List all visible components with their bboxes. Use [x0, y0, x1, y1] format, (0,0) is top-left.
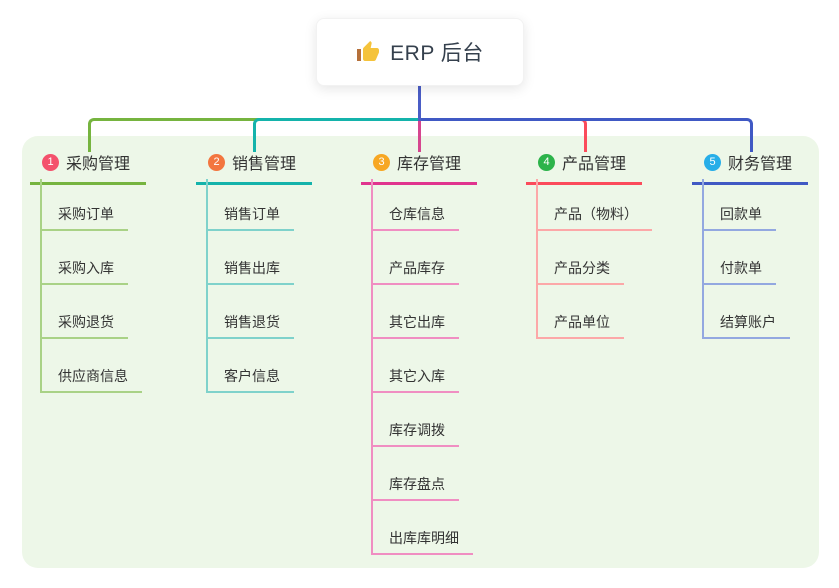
branch-number-badge: 2	[208, 153, 225, 171]
child-node[interactable]: 回款单	[702, 206, 776, 231]
root-node-title: ERP 后台	[390, 42, 484, 65]
child-node[interactable]: 采购入库	[40, 260, 128, 285]
branch-node-5[interactable]: 5 财务管理	[692, 150, 809, 185]
child-node[interactable]: 出库库明细	[371, 530, 473, 555]
root-node[interactable]: ERP 后台	[316, 18, 524, 86]
child-node[interactable]: 付款单	[702, 260, 776, 285]
thumbs-up-icon	[356, 40, 380, 64]
branches-panel	[22, 136, 819, 568]
child-node[interactable]: 库存调拨	[371, 422, 459, 447]
child-node[interactable]: 产品（物料）	[536, 206, 652, 231]
branch-node-label: 库存管理	[397, 156, 462, 173]
child-node[interactable]: 产品库存	[371, 260, 459, 285]
child-node[interactable]: 其它入库	[371, 368, 459, 393]
branch-connector-line	[418, 121, 421, 152]
child-node[interactable]: 供应商信息	[40, 368, 142, 393]
branch-number-badge: 5	[704, 153, 721, 171]
child-node[interactable]: 其它出库	[371, 314, 459, 339]
branch-node-label: 财务管理	[728, 156, 793, 173]
branch-tree-line	[702, 179, 704, 339]
branch-tree-line	[536, 179, 538, 339]
branch-node-label: 销售管理	[232, 156, 297, 173]
branch-tree-line	[206, 179, 208, 393]
branch-number-badge: 1	[42, 153, 59, 171]
child-node[interactable]: 采购订单	[40, 206, 128, 231]
child-node[interactable]: 仓库信息	[371, 206, 459, 231]
branch-node-1[interactable]: 1 采购管理	[30, 150, 147, 185]
branch-node-label: 采购管理	[66, 156, 131, 173]
child-node[interactable]: 销售出库	[206, 260, 294, 285]
child-node[interactable]: 结算账户	[702, 314, 790, 339]
child-node[interactable]: 销售退货	[206, 314, 294, 339]
branch-node-4[interactable]: 4 产品管理	[526, 150, 643, 185]
branch-node-label: 产品管理	[562, 156, 627, 173]
branch-node-2[interactable]: 2 销售管理	[196, 150, 313, 185]
branch-number-badge: 4	[538, 153, 555, 171]
branch-tree-line	[40, 179, 42, 393]
child-node[interactable]: 销售订单	[206, 206, 294, 231]
branch-connector-line	[253, 118, 421, 152]
child-node[interactable]: 产品分类	[536, 260, 624, 285]
branch-node-3[interactable]: 3 库存管理	[361, 150, 478, 185]
branch-number-badge: 3	[373, 153, 390, 171]
child-node[interactable]: 客户信息	[206, 368, 294, 393]
child-node[interactable]: 采购退货	[40, 314, 128, 339]
branch-connector-line	[418, 118, 753, 152]
root-stem-line	[418, 84, 421, 121]
branch-tree-line	[371, 179, 373, 555]
child-node[interactable]: 库存盘点	[371, 476, 459, 501]
child-node[interactable]: 产品单位	[536, 314, 624, 339]
